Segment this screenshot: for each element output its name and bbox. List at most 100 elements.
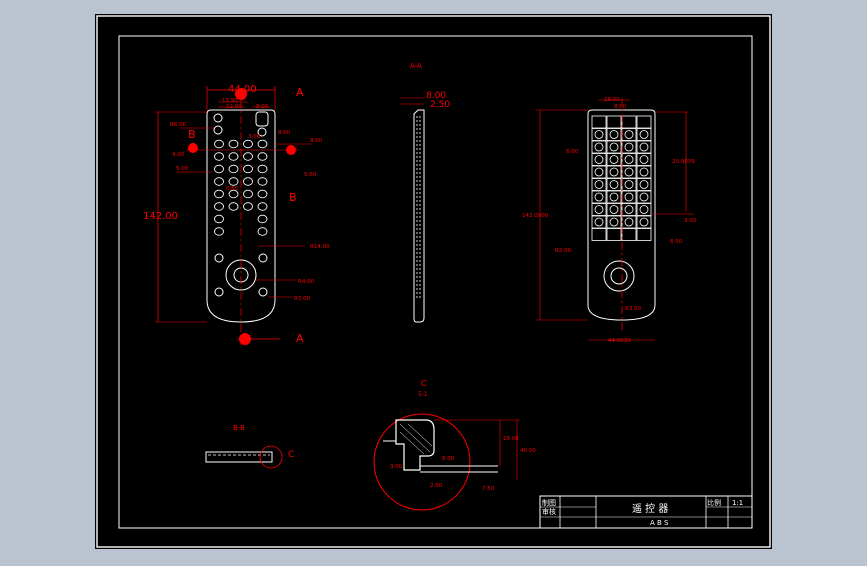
dim-r3: R3.00	[294, 296, 311, 302]
front-button	[214, 152, 224, 161]
back-button-boss	[639, 167, 649, 177]
front-button	[257, 227, 268, 236]
back-rib-cell	[606, 178, 622, 191]
front-button	[258, 287, 268, 297]
drawing-sheet	[95, 14, 772, 549]
back-button-boss	[639, 217, 649, 227]
back-rib-cell	[636, 115, 652, 129]
back-rib-cell	[591, 190, 607, 204]
detail-c-circle	[259, 445, 283, 469]
back-nav-center	[610, 267, 628, 285]
back-rib-cell	[636, 165, 652, 179]
front-button	[257, 127, 267, 137]
front-button	[214, 227, 224, 236]
front-led-hole	[213, 113, 223, 123]
front-button	[257, 189, 268, 199]
dim-height: 142.00	[143, 211, 178, 222]
section-mark-a-top: A	[296, 86, 304, 99]
back-rib-cell	[591, 115, 607, 129]
dim-d3: 8.00	[256, 104, 269, 110]
back-rib-grid	[591, 115, 652, 241]
back-rib-cell	[591, 228, 607, 241]
dim-c-w2: 8.00	[442, 456, 455, 462]
dim-c-w4: 7.50	[482, 486, 495, 492]
dim-d8: 4.00	[172, 152, 185, 158]
front-button	[214, 253, 224, 263]
back-button-boss	[639, 192, 649, 202]
title-block: 制图 审核 遥 控 器 比例 1:1 A B S	[539, 495, 753, 529]
front-button	[257, 177, 268, 186]
back-button-boss	[624, 142, 634, 152]
front-button	[243, 164, 253, 174]
front-ir-window	[255, 111, 269, 127]
back-button-boss	[594, 217, 604, 227]
detail-c-title: C	[421, 379, 427, 388]
dim-r2: R4.00	[298, 279, 315, 285]
front-button	[228, 189, 239, 199]
back-rib-cell	[636, 128, 652, 141]
back-rib-cell	[606, 228, 622, 241]
dim-back-left1: 6.00	[566, 149, 579, 155]
back-button-boss	[609, 180, 619, 189]
dim-back-right3: 6.50	[670, 239, 683, 245]
back-rib-cell	[636, 215, 652, 229]
front-button	[243, 152, 253, 161]
dim-d7: 5.50	[304, 172, 317, 178]
back-button-boss	[594, 142, 604, 152]
back-rib-cell	[636, 140, 652, 154]
front-button	[228, 177, 239, 186]
dim-d4: 8.00	[278, 130, 291, 136]
back-rib-cell	[591, 215, 607, 229]
back-rib-cell	[591, 140, 607, 154]
back-rib-cell	[636, 153, 652, 166]
front-button	[214, 202, 224, 211]
section-aa-title: A-A	[410, 62, 422, 70]
dim-back-top1: 28.00	[604, 97, 620, 103]
title-label-scale: 比例	[707, 498, 721, 507]
dim-c-w3: 2.50	[430, 483, 443, 489]
back-button-boss	[609, 155, 619, 164]
back-rib-cell	[636, 178, 652, 191]
front-button	[228, 202, 239, 211]
front-button	[228, 164, 239, 174]
back-button-boss	[639, 155, 649, 164]
back-button-boss	[609, 192, 619, 202]
front-button	[228, 139, 239, 149]
title-bottom-codes: A B S	[650, 519, 669, 527]
back-rib-cell	[591, 165, 607, 179]
back-outline	[587, 109, 656, 321]
back-rib-cell	[606, 215, 622, 229]
front-button	[243, 139, 253, 149]
back-button-boss	[594, 130, 604, 139]
section-bb-profile	[205, 451, 273, 463]
dim-r-big: R6.00	[170, 122, 187, 128]
back-rib-cell	[621, 203, 637, 216]
front-button	[257, 139, 268, 149]
dim-d5: 3.00	[248, 134, 261, 140]
dim-back-bottom-width: 44.0039	[608, 338, 631, 344]
section-mark-b-right: B	[289, 191, 297, 204]
detail-c-mark: C	[288, 450, 294, 460]
back-button-boss	[624, 180, 634, 189]
back-button-boss	[624, 167, 634, 177]
back-button-boss	[594, 155, 604, 164]
title-label-check: 审核	[542, 507, 556, 516]
back-button-boss	[609, 167, 619, 177]
section-bb-title: B-B	[233, 424, 245, 432]
front-button	[214, 189, 224, 199]
front-button	[228, 152, 239, 161]
back-rib-cell	[606, 128, 622, 141]
back-nav-ring	[603, 260, 635, 292]
detail-c-boundary	[373, 413, 471, 511]
detail-c-profile	[395, 419, 435, 471]
back-rib-cell	[606, 153, 622, 166]
front-button	[243, 177, 253, 186]
back-rib-cell	[606, 203, 622, 216]
dim-d6: 8.00	[310, 138, 323, 144]
back-button-boss	[639, 205, 649, 214]
title-scale-value: 1:1	[732, 499, 743, 507]
back-button-boss	[624, 130, 634, 139]
back-button-boss	[609, 205, 619, 214]
title-part-name: 遥 控 器	[632, 502, 668, 515]
